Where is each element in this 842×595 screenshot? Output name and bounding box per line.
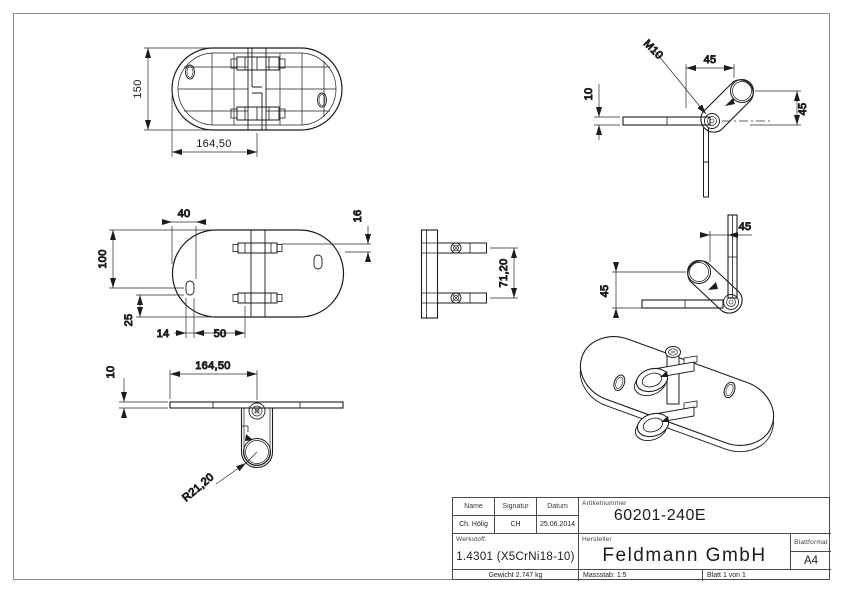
clamp-body	[240, 408, 274, 468]
hersteller-value: Feldmann GmbH	[602, 544, 767, 566]
dims-folded-right	[612, 231, 752, 318]
header-datum: Datum	[537, 498, 579, 516]
view-side: 71,20	[420, 229, 518, 319]
gewicht-cell: Gewicht 2.747 kg	[453, 570, 579, 581]
dim-10-thickness: 10	[105, 366, 117, 379]
dim-40: 40	[178, 208, 191, 220]
dim-m10: M10	[641, 38, 665, 62]
dim-45-top: 45	[704, 54, 717, 66]
clamp-slot	[708, 282, 718, 290]
pivot-screws-side	[450, 242, 462, 304]
dim-150: 150	[132, 79, 144, 98]
view-isometric	[579, 336, 775, 453]
title-block: Name Signatur Datum Ch. Hölig CH 25.06.2…	[452, 497, 831, 581]
hinge-leaf-edges	[247, 48, 267, 130]
label-hersteller: Hersteller	[582, 535, 612, 543]
pivot-screw	[723, 294, 739, 310]
view-back-plan: 40 100 25 14 50 16	[97, 208, 371, 341]
dim-164-50-open: 164,50	[195, 360, 230, 372]
clamp-slot	[725, 98, 735, 106]
dim-45-left: 45	[599, 285, 611, 298]
werkstoff-cell: Werkstoff: 1.4301 (X5CrNi18-10)	[453, 534, 579, 570]
value-name: Ch. Hölig	[453, 516, 495, 534]
dims-side	[490, 247, 518, 299]
label-werkstoff: Werkstoff:	[456, 535, 488, 543]
view-open-flat: 10 164,50 R21,20	[105, 360, 344, 505]
iso-pivot-post	[666, 353, 680, 405]
dim-100: 100	[97, 249, 109, 268]
artikelnummer-cell: Artikelnummer 60201-240E	[579, 498, 831, 534]
dim-14: 14	[157, 328, 170, 340]
massstab-cell: Massstab: 1:5	[579, 570, 703, 581]
dim-71-20: 71,20	[498, 258, 510, 287]
view-folded-up: M10 45 10 45	[583, 37, 810, 198]
hersteller-cell: Hersteller Feldmann GmbH	[579, 534, 791, 570]
dim-164-50-top: 164,50	[196, 138, 231, 150]
header-signatur: Signatur	[495, 498, 537, 516]
header-name: Name	[453, 498, 495, 516]
werkstoff-value: 1.4301 (X5CrNi18-10)	[456, 550, 575, 563]
dim-r21-20: R21,20	[180, 471, 216, 504]
view-top-plan: 150 164,50	[132, 47, 343, 157]
plate-outline	[171, 47, 343, 131]
dims-folded-up	[594, 49, 801, 140]
hinge-knuckles-back	[232, 242, 283, 304]
view-folded-right: 45 45	[599, 214, 752, 318]
hinge-knuckles	[230, 56, 286, 121]
dim-10-thickness: 10	[583, 88, 595, 101]
blatt-cell: Blatt 1 von 1	[707, 572, 746, 579]
slot-holes	[185, 64, 327, 108]
pivot-screw	[248, 402, 266, 420]
label-artikelnummer: Artikelnummer	[582, 499, 627, 507]
clamp-slot	[245, 434, 253, 441]
dim-50: 50	[214, 328, 227, 340]
dim-16: 16	[352, 210, 364, 223]
pivot-screw	[704, 113, 720, 129]
tube-circle	[243, 438, 271, 466]
value-datum: 25.06.2014	[537, 516, 579, 534]
dim-45-right: 45	[797, 103, 809, 116]
slot-holes-back	[185, 254, 323, 296]
dims-top-plan	[144, 47, 258, 157]
dims-back-plan	[109, 219, 371, 338]
blattformat-value: A4	[791, 552, 831, 570]
dim-25: 25	[123, 314, 135, 327]
artikelnummer-value: 60201-240E	[613, 506, 707, 524]
dim-45-top: 45	[739, 221, 752, 233]
rib-grid	[178, 53, 336, 125]
dims-open-flat	[119, 370, 258, 485]
value-signatur: CH	[495, 516, 537, 534]
sheet-border-frame	[13, 13, 830, 580]
label-blattformat: Blattformat	[791, 534, 831, 552]
